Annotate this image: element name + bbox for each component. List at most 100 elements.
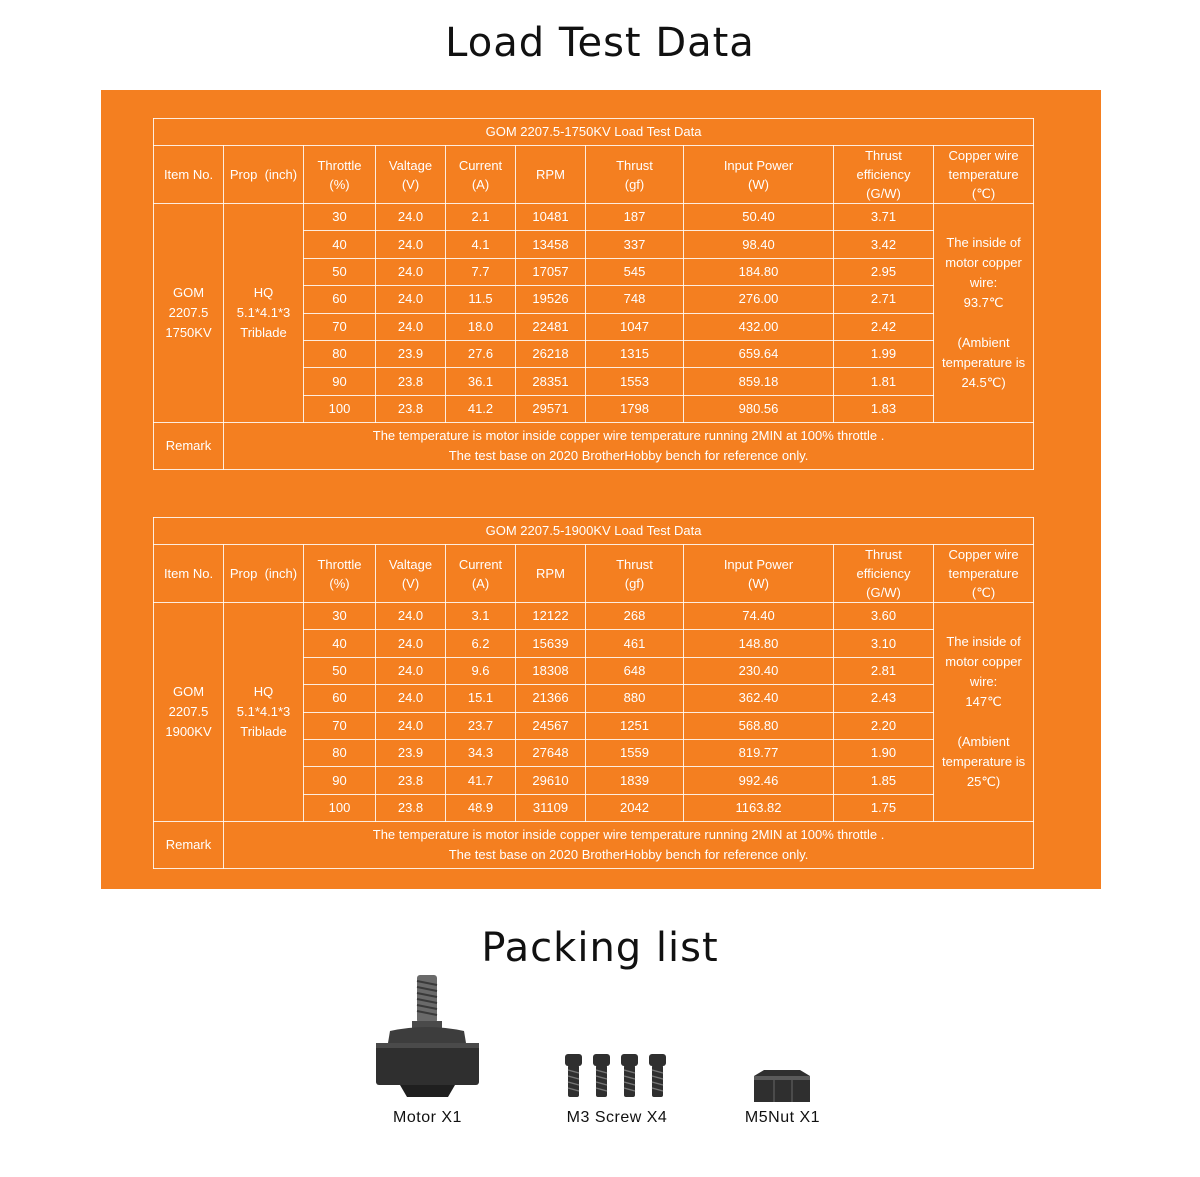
cell-line: (G/W) bbox=[866, 186, 901, 201]
table-cell: 40 bbox=[303, 629, 376, 658]
header-throttle: Throttle(%) bbox=[303, 544, 376, 603]
table-cell: 7.7 bbox=[445, 257, 516, 287]
table-cell: 50.40 bbox=[683, 202, 834, 232]
table-cell: 23.8 bbox=[375, 394, 446, 424]
table-cell: 24.0 bbox=[375, 656, 446, 686]
cell-line: (Ambient bbox=[957, 335, 1010, 351]
table-cell: 1798 bbox=[585, 394, 684, 424]
cell-line: temperature is bbox=[942, 355, 1026, 371]
table-cell: 362.40 bbox=[683, 684, 834, 713]
table-cell: 34.3 bbox=[445, 738, 516, 768]
table-cell: 3.10 bbox=[833, 629, 934, 658]
table-cell: 187 bbox=[585, 202, 684, 232]
table-cell: 80 bbox=[303, 339, 376, 369]
screw-label: M3 Screw X4 bbox=[566, 1109, 668, 1126]
table-cell: 859.18 bbox=[683, 367, 834, 396]
cell-line: motor copper bbox=[945, 255, 1022, 271]
table-cell: 2.1 bbox=[445, 202, 516, 232]
header-current: Current(A) bbox=[445, 544, 516, 603]
table-cell: 1553 bbox=[585, 367, 684, 396]
table-cell: 545 bbox=[585, 257, 684, 287]
table-cell: 24567 bbox=[515, 711, 586, 740]
table-cell: 24.0 bbox=[375, 601, 446, 631]
table-cell: 60 bbox=[303, 285, 376, 314]
cell-line: (V) bbox=[401, 575, 420, 591]
cell-line: GOM bbox=[172, 684, 205, 700]
table-cell: 60 bbox=[303, 684, 376, 713]
header-item-no: Item No. bbox=[153, 145, 224, 204]
table-cell: 2042 bbox=[585, 793, 684, 823]
table-cell: 3.42 bbox=[833, 230, 934, 259]
cell-line: The inside of bbox=[946, 235, 1021, 251]
cell-line: 24.5℃) bbox=[961, 375, 1006, 391]
page-title: Load Test Data bbox=[445, 20, 755, 66]
table-cell: 29610 bbox=[515, 766, 586, 795]
nut-label: M5Nut X1 bbox=[744, 1109, 821, 1126]
table-cell: 22481 bbox=[515, 312, 586, 341]
cell-line: Thrust bbox=[865, 148, 902, 163]
table-cell: 23.7 bbox=[445, 711, 516, 740]
table-cell: 40 bbox=[303, 230, 376, 259]
table-cell: 30 bbox=[303, 601, 376, 631]
table-cell: 1.75 bbox=[833, 793, 934, 823]
cell-line: HQ bbox=[253, 285, 274, 301]
table-cell: 24.0 bbox=[375, 312, 446, 341]
table-cell: 1251 bbox=[585, 711, 684, 740]
header-prop: Prop (inch) bbox=[223, 145, 304, 204]
table-cell: 24.0 bbox=[375, 285, 446, 314]
table-cell: 41.7 bbox=[445, 766, 516, 795]
cell-line: 147℃ bbox=[965, 694, 1002, 710]
cell-line: Valtage bbox=[388, 157, 433, 173]
cell-line: (W) bbox=[748, 575, 769, 591]
table-cell: 41.2 bbox=[445, 394, 516, 424]
cell-line: Thrust bbox=[616, 556, 653, 572]
table-cell: 31109 bbox=[515, 793, 586, 823]
table-cell: 1559 bbox=[585, 738, 684, 768]
table-cell: 1.90 bbox=[833, 738, 934, 768]
table-cell: 880 bbox=[585, 684, 684, 713]
table-cell: 90 bbox=[303, 367, 376, 396]
table-cell: 18.0 bbox=[445, 312, 516, 341]
table-cell: 819.77 bbox=[683, 738, 834, 768]
cell-line: The inside of bbox=[946, 634, 1021, 650]
header-thrust: Thrust(gf) bbox=[585, 145, 684, 204]
cell-line: (A) bbox=[471, 176, 490, 192]
table-cell: 24.0 bbox=[375, 684, 446, 713]
cell-line: (Ambient bbox=[957, 734, 1010, 750]
table-cell: 23.8 bbox=[375, 367, 446, 396]
cell-line: (W) bbox=[748, 176, 769, 192]
table-cell: 74.40 bbox=[683, 601, 834, 631]
table-cell: 268 bbox=[585, 601, 684, 631]
cell-line: Copper wire bbox=[948, 148, 1019, 163]
remark-label: Remark bbox=[153, 821, 224, 870]
table-cell: 2.95 bbox=[833, 257, 934, 287]
table-cell: 148.80 bbox=[683, 629, 834, 658]
motor-item bbox=[370, 975, 485, 1100]
table-cell: 21366 bbox=[515, 684, 586, 713]
table-cell: 276.00 bbox=[683, 285, 834, 314]
table-cell: 1.83 bbox=[833, 394, 934, 424]
table-cell: 80 bbox=[303, 738, 376, 768]
screw-icon bbox=[565, 1054, 666, 1097]
table-cell: 1.85 bbox=[833, 766, 934, 795]
cell-line: 25℃) bbox=[966, 774, 1001, 790]
cell-line: Thrust bbox=[865, 547, 902, 562]
table-cell: 15639 bbox=[515, 629, 586, 658]
cell-line: (G/W) bbox=[866, 585, 901, 600]
table-cell: 6.2 bbox=[445, 629, 516, 658]
table-cell: 12122 bbox=[515, 601, 586, 631]
table-cell: 15.1 bbox=[445, 684, 516, 713]
table-cell: 2.20 bbox=[833, 711, 934, 740]
table-cell: 24.0 bbox=[375, 230, 446, 259]
